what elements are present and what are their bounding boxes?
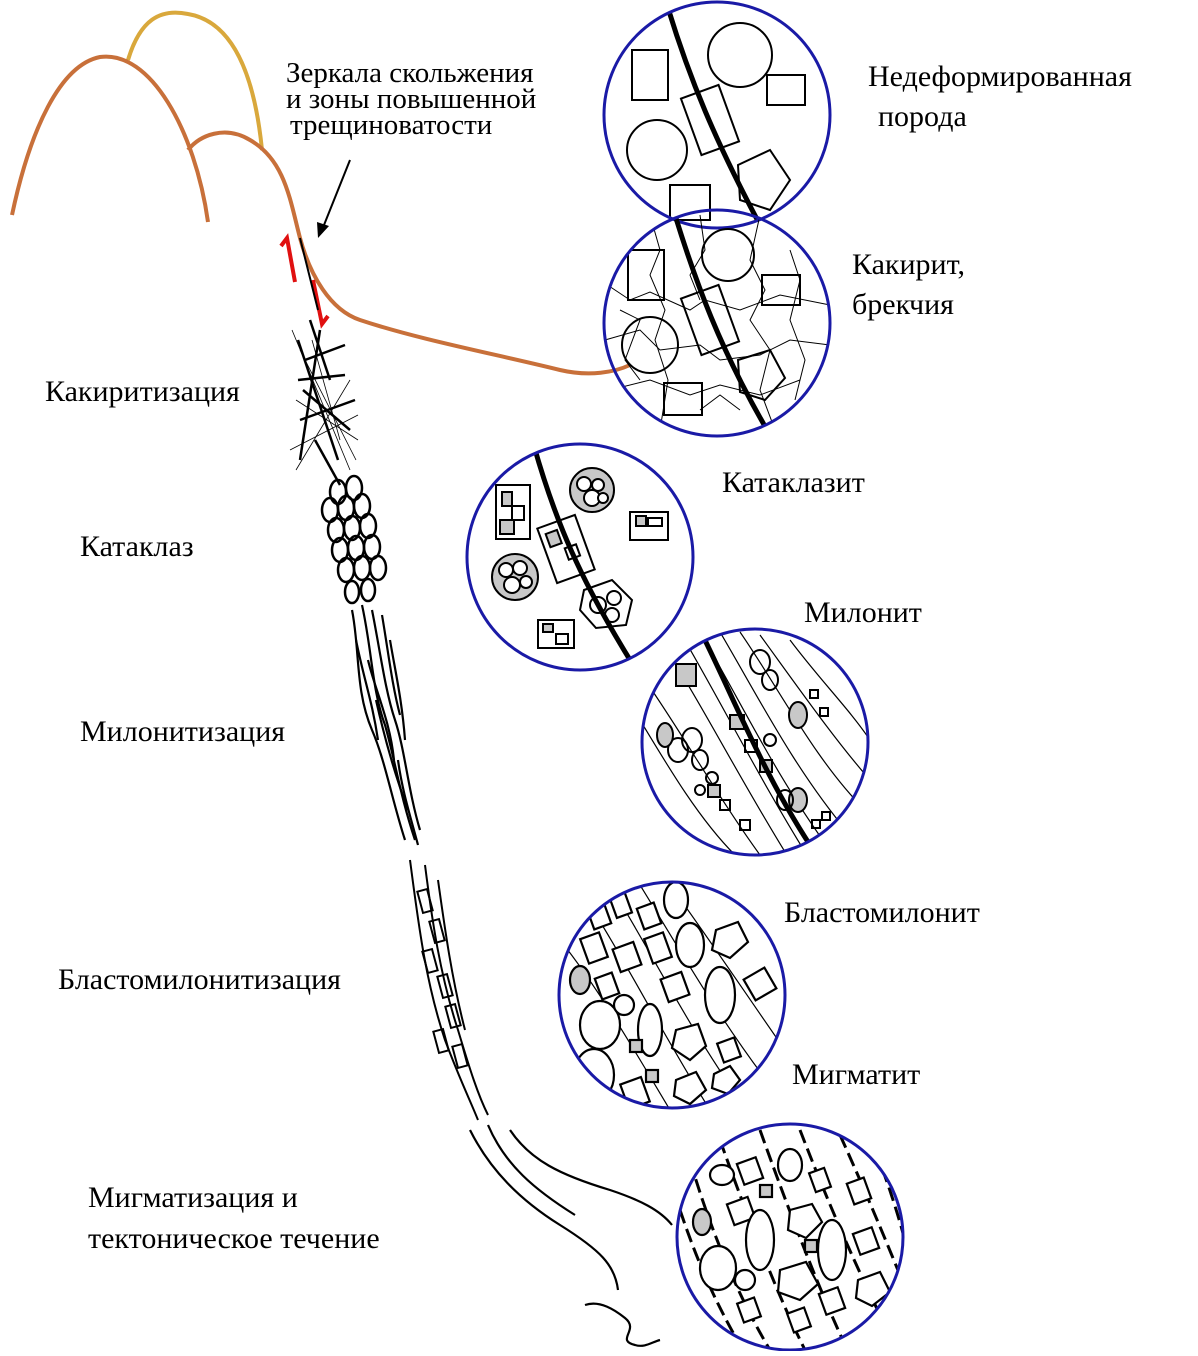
cataclasis-label: Катаклаз: [80, 532, 194, 562]
circle-cataclasite: [467, 444, 693, 670]
annotation-label-line3: трещиноватости: [290, 112, 492, 138]
migmatization-label-line1: Мигматизация и: [88, 1183, 298, 1213]
mylonitization-zone: [352, 605, 420, 845]
blastomylonitization-zone: [410, 860, 488, 1120]
migmatization-label-line2: тектоническое течение: [88, 1224, 380, 1254]
circle-undeformed-rock: [604, 2, 830, 228]
cakiritization-label: Какиритизация: [45, 377, 240, 407]
migmatite-label: Мигматит: [792, 1060, 920, 1090]
cakirite-label-line1: Какирит,: [852, 250, 965, 280]
cakiritization-zone: [290, 320, 358, 485]
blastomylonitization-label: Бластомилонитизация: [58, 965, 341, 995]
circle-mylonite: [640, 629, 870, 860]
blastomylonite-label: Бластомилонит: [784, 898, 980, 928]
back-ridge-line: [128, 13, 262, 150]
cataclasis-zone: [322, 476, 386, 603]
undeformed-rock-label-line1: Недеформированная: [868, 62, 1132, 92]
mylonite-label: Милонит: [804, 598, 922, 628]
slip-arrow-up-icon: [281, 238, 295, 282]
circle-migmatite: [677, 1124, 910, 1350]
annotation-arrow-icon: [317, 160, 350, 238]
mylonitization-label: Милонитизация: [80, 717, 285, 747]
circle-cakirite-breccia: [600, 210, 830, 436]
cataclasite-label: Катаклазит: [722, 468, 865, 498]
cakirite-label-line2: брекчия: [852, 290, 954, 320]
circle-blastomylonite: [559, 882, 785, 1110]
migmatization-zone: [470, 1125, 672, 1346]
undeformed-rock-label-line2: порода: [878, 102, 967, 132]
